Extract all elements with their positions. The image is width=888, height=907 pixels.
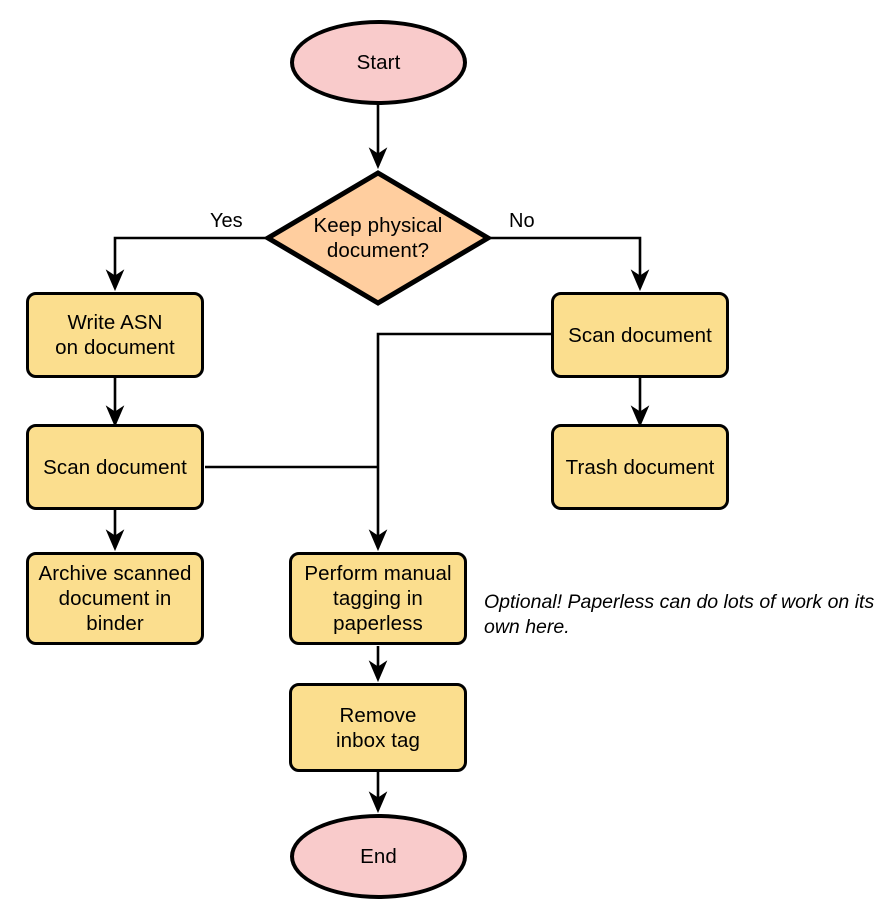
node-trash-document[interactable]: Trash document — [551, 424, 729, 510]
edge-decision-yes-to-write-asn — [105, 236, 266, 292]
node-start-label: Start — [356, 51, 401, 74]
node-scan-document-left[interactable]: Scan document — [26, 424, 204, 510]
node-start[interactable]: Start — [290, 20, 467, 105]
node-end-label: End — [360, 845, 397, 868]
node-write-asn[interactable]: Write ASN on document — [26, 292, 204, 378]
node-write-asn-label: Write ASN on document — [55, 311, 175, 359]
node-archive-scanned-document-label: Archive scanned document in binder — [38, 562, 192, 635]
node-scan-document-left-label: Scan document — [43, 455, 187, 479]
node-archive-scanned-document[interactable]: Archive scanned document in binder — [26, 552, 204, 645]
node-perform-manual-tagging-label: Perform manual tagging in paperless — [304, 562, 452, 635]
node-remove-inbox-tag-label: Remove inbox tag — [335, 703, 421, 752]
annotation-optional-note: Optional! Paperless can do lots of work … — [484, 591, 875, 639]
edge-label-yes: Yes — [210, 210, 243, 232]
node-remove-inbox-tag[interactable]: Remove inbox tag — [289, 683, 467, 772]
node-end[interactable]: End — [290, 814, 467, 899]
node-decision-keep-physical-document[interactable]: Keep physical document? — [265, 170, 491, 306]
node-trash-document-label: Trash document — [565, 455, 715, 479]
node-scan-document-right[interactable]: Scan document — [551, 292, 729, 378]
edge-scan-right-to-tagging — [368, 332, 551, 552]
node-decision-label: Keep physical document? — [313, 214, 443, 262]
edge-decision-no-to-scan-right — [490, 236, 650, 292]
edge-label-no: No — [509, 210, 535, 232]
node-scan-document-right-label: Scan document — [568, 323, 712, 347]
diamond-shape — [265, 170, 491, 306]
node-perform-manual-tagging[interactable]: Perform manual tagging in paperless — [289, 552, 467, 645]
